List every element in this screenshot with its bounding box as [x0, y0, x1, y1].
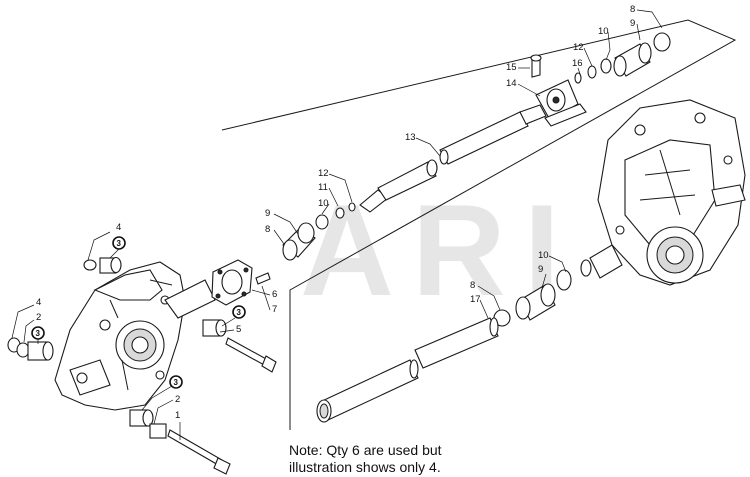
callout-12-mid: 12 [318, 168, 329, 179]
callout-11: 11 [318, 182, 328, 193]
callout-17: 17 [470, 294, 481, 305]
callout-9-right: 9 [538, 264, 543, 275]
callout-9-mid: 9 [265, 208, 270, 219]
callout-3-top: 3 [117, 239, 122, 248]
callout-8-top: 8 [630, 4, 635, 15]
callout-4-left: 4 [36, 297, 41, 308]
note-line-1: Note: Qty 6 are used but [289, 442, 442, 458]
pinion-flange [211, 259, 271, 306]
callout-8-right: 8 [470, 280, 475, 291]
front-boot-assembly [574, 32, 671, 84]
middle-shaft [439, 104, 547, 165]
callout-14: 14 [506, 78, 517, 89]
callout-3-left: 3 [36, 329, 41, 338]
callout-10-top: 10 [598, 26, 609, 37]
callout-9-top: 9 [630, 18, 635, 29]
center-bearing [530, 54, 587, 127]
callout-3-bottom-ring [169, 375, 183, 389]
callout-4-top: 4 [116, 222, 121, 233]
callout-3-bottom: 3 [174, 378, 179, 387]
callout-2-left: 2 [36, 312, 41, 323]
rear-gearcase [54, 261, 216, 411]
bushing-bottom [129, 409, 231, 475]
bushing-mid [202, 319, 277, 373]
bushing-upper [83, 256, 122, 274]
callout-16: 16 [572, 58, 583, 69]
front-gearcase [589, 99, 746, 286]
front-output-stub [556, 259, 592, 291]
callout-15: 15 [506, 62, 517, 73]
callout-12-top: 12 [573, 42, 584, 53]
callout-1: 1 [175, 410, 180, 421]
callout-3-mid-ring [232, 305, 246, 319]
watermark-text: ARI [300, 177, 578, 323]
callout-6: 6 [272, 289, 277, 300]
callout-3-mid: 3 [237, 308, 242, 317]
bushing-left [7, 337, 54, 361]
callouts: 8 10 9 12 15 16 14 13 12 11 10 9 8 4 3 6 [11, 4, 663, 440]
callout-10-mid: 10 [318, 198, 329, 209]
note-line-2: illustration shows only 4. [289, 459, 441, 475]
callout-5: 5 [236, 324, 241, 335]
rear-boot-assembly [282, 159, 438, 261]
callout-2-bottom: 2 [175, 394, 180, 405]
callout-13: 13 [405, 132, 416, 143]
callout-7: 7 [272, 304, 277, 315]
front-driveshaft [316, 317, 499, 423]
callout-10-right: 10 [538, 250, 549, 261]
right-boot [493, 283, 556, 327]
callout-8-mid: 8 [265, 224, 270, 235]
